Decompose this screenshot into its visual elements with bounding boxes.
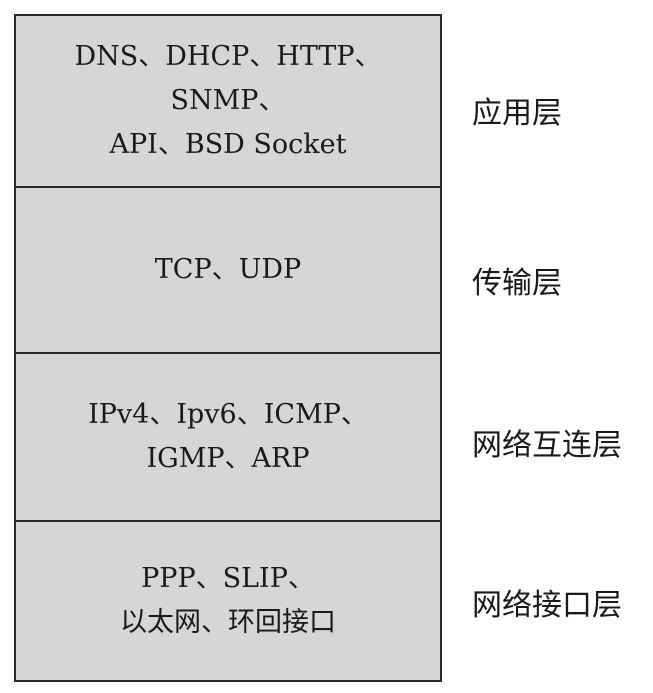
- protocol-line: API、BSD Socket: [109, 129, 347, 160]
- transport-layer-label: 传输层: [472, 266, 562, 301]
- protocol-line: 以太网、环回接口: [120, 607, 336, 638]
- transport-layer-box: TCP、UDP: [16, 186, 440, 352]
- link-layer-box: PPP、SLIP、 以太网、环回接口: [16, 520, 440, 680]
- internet-layer-box: IPv4、Ipv6、ICMP、 IGMP、ARP: [16, 352, 440, 520]
- protocol-line: TCP、UDP: [154, 254, 302, 285]
- protocol-line: PPP、SLIP、: [141, 563, 315, 594]
- protocol-line: IGMP、ARP: [146, 443, 310, 474]
- protocol-line: IPv4、Ipv6、ICMP、: [88, 399, 368, 430]
- link-layer-label: 网络接口层: [472, 588, 622, 623]
- application-layer-box: DNS、DHCP、HTTP、 SNMP、 API、BSD Socket: [16, 16, 440, 186]
- protocol-line: SNMP、: [170, 85, 286, 116]
- application-layer-label: 应用层: [472, 96, 562, 131]
- protocol-line: DNS、DHCP、HTTP、: [74, 41, 382, 72]
- protocol-stack: DNS、DHCP、HTTP、 SNMP、 API、BSD Socket TCP、…: [14, 14, 442, 682]
- internet-layer-label: 网络互连层: [472, 428, 622, 463]
